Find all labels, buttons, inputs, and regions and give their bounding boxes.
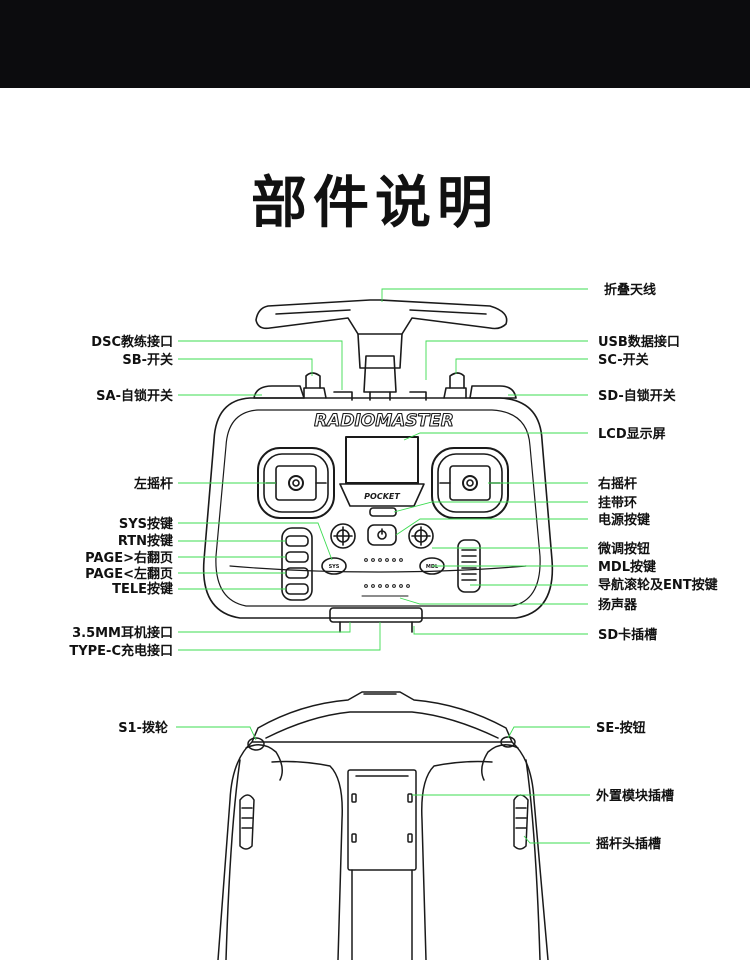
label-mdl-button: MDL按键 <box>598 559 656 575</box>
lanyard-ring <box>369 507 397 517</box>
model-logo: POCKET <box>364 492 400 501</box>
bottom-ports <box>329 607 423 623</box>
label-dsc-port: DSC教练接口 <box>91 334 173 350</box>
back-view <box>217 691 549 960</box>
label-sa-switch: SA-自锁开关 <box>96 388 173 404</box>
label-rtn-button: RTN按键 <box>118 533 173 549</box>
stick-slots <box>239 794 529 850</box>
label-s1-wheel: S1-拨轮 <box>118 720 168 736</box>
antenna-part <box>255 299 508 401</box>
label-power-button: 电源按键 <box>598 512 650 528</box>
top-switches <box>253 372 517 401</box>
mdl-button-text: MDL <box>426 564 439 570</box>
leader-lines <box>176 288 590 844</box>
label-usb-port: USB数据接口 <box>598 334 680 350</box>
label-left-stick: 左摇杆 <box>134 476 173 492</box>
label-sb-switch: SB-开关 <box>122 352 173 368</box>
label-headphone: 3.5MM耳机接口 <box>72 625 173 641</box>
label-sc-switch: SC-开关 <box>598 352 649 368</box>
label-right-stick: 右摇杆 <box>597 476 637 492</box>
header-bar <box>0 0 750 88</box>
label-page-left: PAGE<左翻页 <box>85 566 173 582</box>
label-speaker: 扬声器 <box>598 597 638 613</box>
module-bay <box>347 769 417 871</box>
label-antenna: 折叠天线 <box>604 282 656 298</box>
lcd-screen <box>345 436 419 484</box>
label-typec: TYPE-C充电接口 <box>69 643 173 659</box>
controller-body <box>202 397 554 619</box>
brand-logo: RADIOMASTER <box>314 411 454 431</box>
page-title: 部件说明 <box>251 171 499 236</box>
label-stick-slot: 摇杆头插槽 <box>596 836 661 852</box>
speaker-grille <box>361 558 410 597</box>
label-se-button: SE-按钮 <box>596 720 646 736</box>
label-trim-button: 微调按钮 <box>597 541 650 557</box>
label-tele-button: TELE按键 <box>112 581 173 597</box>
trim-power-cluster <box>330 523 434 549</box>
labels: 折叠天线 USB数据接口 SC-开关 SD-自锁开关 LCD显示屏 右摇杆 挂带… <box>69 282 717 852</box>
label-lanyard: 挂带环 <box>598 495 637 511</box>
label-sys-button: SYS按键 <box>119 516 173 532</box>
front-view: RADIOMASTER POCKET <box>202 299 554 633</box>
label-page-right: PAGE>右翻页 <box>85 550 173 566</box>
sys-button-text: SYS <box>329 564 340 570</box>
label-sd-slot: SD卡插槽 <box>598 627 657 643</box>
label-sd-switch: SD-自锁开关 <box>598 388 676 404</box>
label-lcd: LCD显示屏 <box>598 427 666 442</box>
label-nav-wheel: 导航滚轮及ENT按键 <box>598 577 718 593</box>
label-module-bay: 外置模块插槽 <box>595 788 674 804</box>
back-body <box>217 741 549 960</box>
